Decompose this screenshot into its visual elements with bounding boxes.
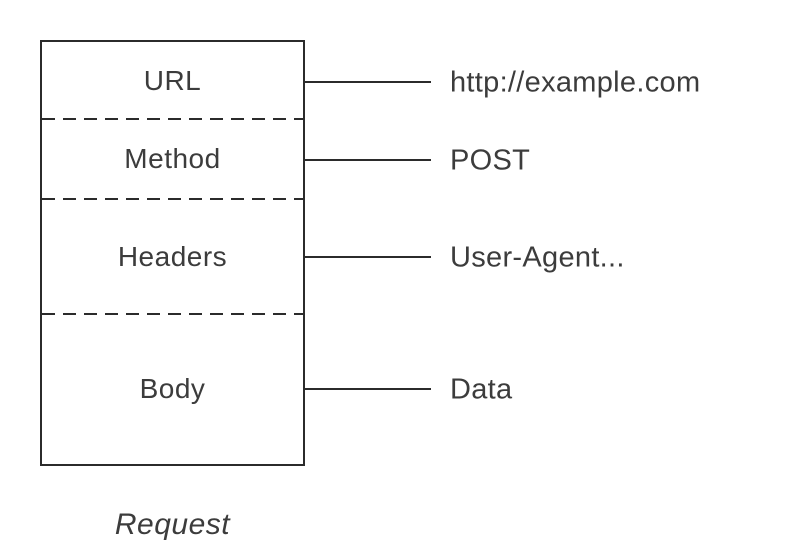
- diagram-caption: Request: [114, 508, 231, 541]
- value-label-body: Data: [450, 373, 513, 406]
- connector-line-body: [305, 388, 431, 390]
- connector-line-url: [305, 81, 431, 83]
- field-label-headers: Headers: [117, 240, 228, 272]
- dashed-divider: [42, 198, 303, 200]
- value-label-url: http://example.com: [450, 66, 701, 99]
- request-box: URL Method Headers Body: [40, 40, 305, 466]
- section-headers: Headers: [42, 199, 303, 315]
- section-url: URL: [42, 42, 303, 120]
- connector-line-method: [305, 159, 431, 161]
- connector-line-headers: [305, 256, 431, 258]
- section-method: Method: [42, 119, 303, 200]
- field-label-url: URL: [143, 64, 202, 96]
- dashed-divider: [42, 118, 303, 120]
- value-label-method: POST: [450, 144, 531, 177]
- value-label-headers: User-Agent...: [450, 241, 625, 274]
- dashed-divider: [42, 313, 303, 315]
- field-label-body: Body: [139, 373, 206, 404]
- section-body: Body: [42, 314, 303, 464]
- field-label-method: Method: [124, 143, 221, 174]
